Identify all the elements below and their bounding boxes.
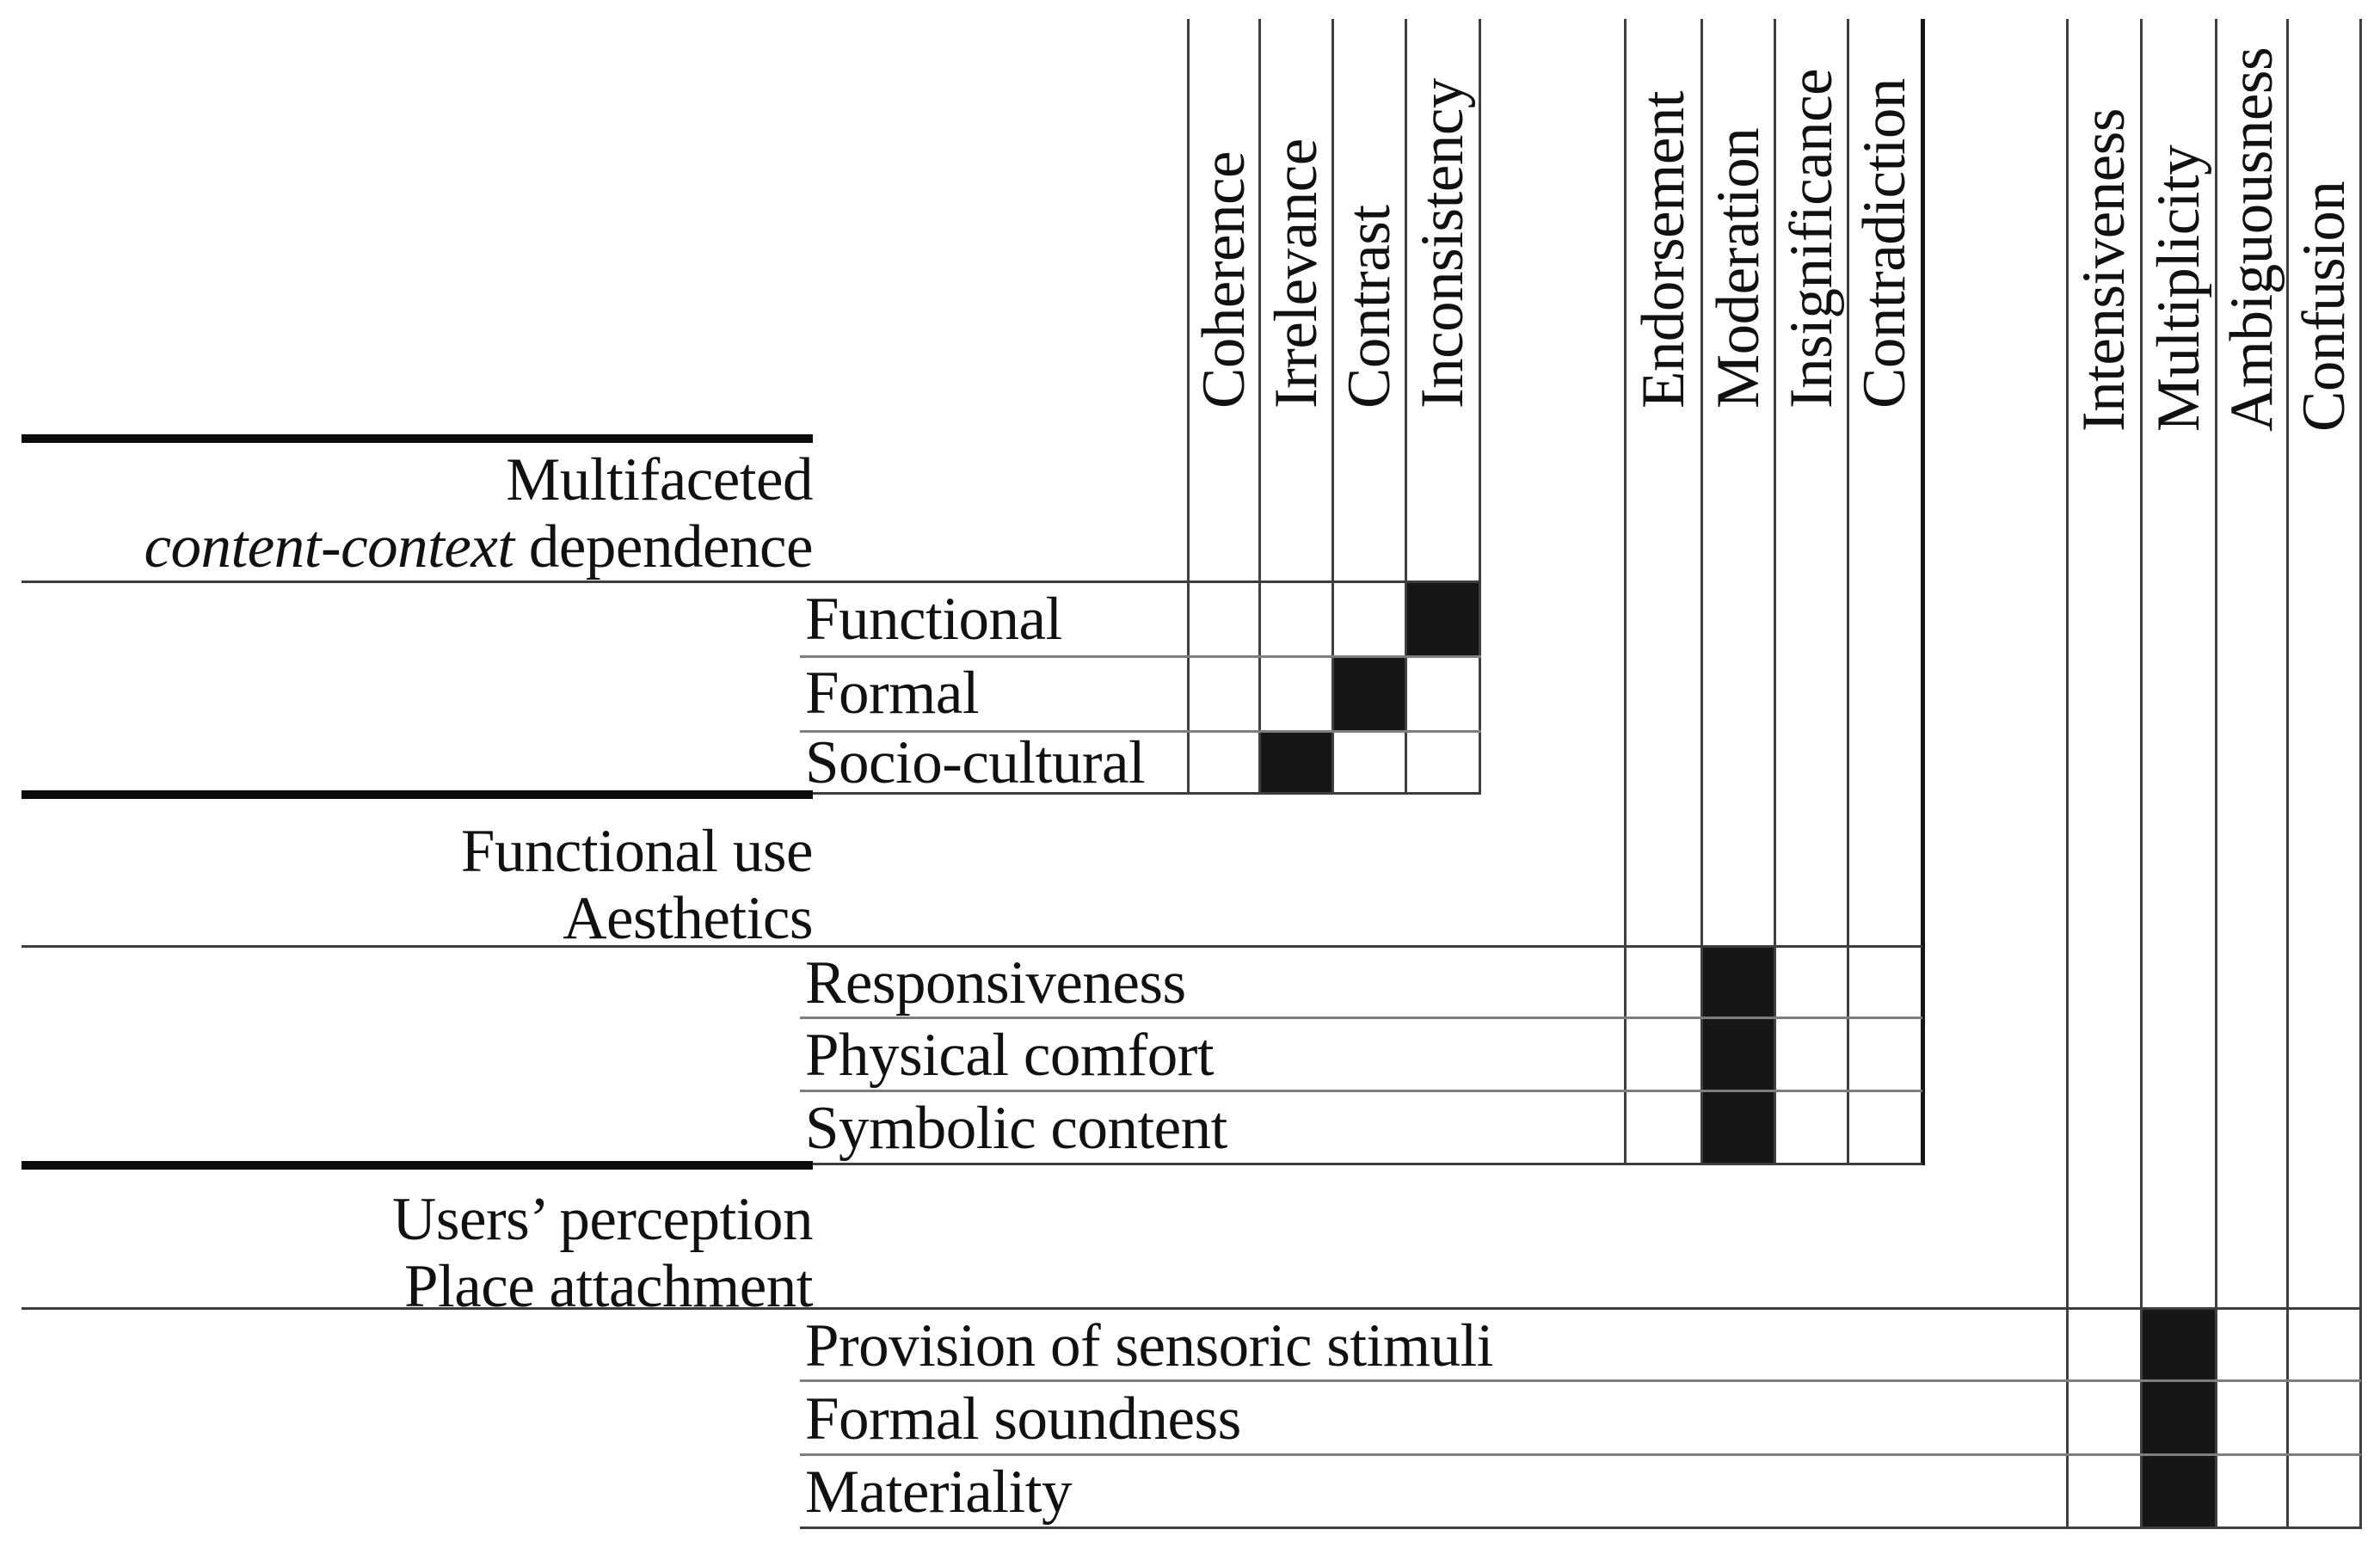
group-label-italic-segment: content-context: [144, 513, 515, 580]
column-line-users-perception-place-attachment-attributes-0: [2066, 19, 2069, 1529]
row-label-text: Physical comfort: [805, 1022, 1215, 1089]
group-label-segment: dependence: [514, 513, 814, 580]
column-header-inconsistency: Inconsistency: [1409, 78, 1476, 408]
mark-materiality-multiplicity: [2140, 1456, 2217, 1529]
column-header-contrast: Contrast: [1336, 205, 1403, 408]
column-line-functional-use-aesthetics-attributes-1: [1700, 19, 1703, 1165]
column-header-insignificance: Insignificance: [1778, 68, 1845, 408]
row-label-text: Provision of sensoric stimuli: [805, 1312, 1494, 1379]
mark-formal-soundness-multiplicity: [2140, 1382, 2217, 1456]
column-line-users-perception-place-attachment-attributes-2: [2215, 19, 2217, 1529]
group-bottom-line-0: [800, 792, 1481, 795]
mark-responsiveness-moderation: [1700, 948, 1776, 1019]
column-line-content-context-dependence-attributes-2: [1331, 19, 1334, 795]
group-label-segment: Multifaceted: [506, 446, 813, 513]
row-label-symbolic-content: Symbolic content: [805, 1092, 1510, 1165]
column-header-confusion: Confusion: [2291, 181, 2358, 432]
row-label-text: Socio-cultural: [805, 728, 1146, 796]
group-bottom-line-2: [800, 1526, 2361, 1529]
thick-rule-0: [22, 434, 813, 443]
row-label-text: Formal soundness: [805, 1385, 1241, 1453]
group-top-line-1: [22, 945, 1922, 948]
column-line-functional-use-aesthetics-attributes-4: [1921, 19, 1925, 1165]
column-line-users-perception-place-attachment-attributes-1: [2140, 19, 2143, 1529]
group-label-segment: Functional use: [460, 818, 814, 885]
row-label-formal-soundness: Formal soundness: [805, 1382, 1510, 1456]
group-label-line: Functional use: [0, 818, 814, 885]
mark-symbolic-content-moderation: [1700, 1092, 1776, 1165]
column-line-content-context-dependence-attributes-0: [1187, 19, 1190, 795]
group-label-line: content-context dependence: [0, 513, 814, 580]
group-label-line: Aesthetics: [0, 885, 813, 952]
column-line-functional-use-aesthetics-attributes-2: [1774, 19, 1776, 1165]
column-line-functional-use-aesthetics-attributes-0: [1624, 19, 1627, 1165]
column-line-users-perception-place-attachment-attributes-4: [2359, 19, 2362, 1529]
mark-physical-comfort-moderation: [1700, 1019, 1776, 1092]
group-label-segment: Place attachment: [404, 1253, 813, 1320]
row-label-text: Responsiveness: [805, 949, 1186, 1017]
column-header-contradiction: Contradiction: [1851, 78, 1918, 408]
group-label-line: Place attachment: [0, 1253, 813, 1320]
mark-functional-inconsistency: [1405, 583, 1481, 656]
row-separator-1-0: [800, 1017, 1922, 1019]
row-separator-0-1: [800, 730, 1481, 733]
row-label-text: Materiality: [805, 1459, 1072, 1526]
row-label-text: Functional: [805, 586, 1062, 653]
column-header-intensiveness: Intensiveness: [2070, 108, 2137, 432]
row-label-text: Formal: [805, 660, 980, 727]
group-top-line-2: [22, 1307, 2361, 1310]
row-label-functional: Functional: [805, 583, 1510, 656]
thick-rule-1: [22, 790, 813, 799]
column-header-ambiguousness: Ambiguousness: [2218, 46, 2285, 432]
group-label-segment: Users’ perception: [392, 1186, 813, 1253]
row-label-text: Symbolic content: [805, 1095, 1227, 1162]
column-header-irrelevance: Irrelevance: [1263, 138, 1330, 408]
column-header-moderation: Moderation: [1705, 127, 1772, 408]
row-separator-0-0: [800, 655, 1481, 658]
group-label-line: Multifaceted: [0, 446, 813, 513]
column-header-coherence: Coherence: [1190, 150, 1258, 408]
thick-rule-2: [22, 1161, 813, 1170]
column-line-content-context-dependence-attributes-3: [1405, 19, 1407, 795]
column-line-users-perception-place-attachment-attributes-3: [2286, 19, 2289, 1529]
row-label-formal: Formal: [805, 656, 1510, 731]
row-separator-1-1: [800, 1090, 1922, 1092]
row-label-provision-of-sensoric-stimuli: Provision of sensoric stimuli: [805, 1310, 1510, 1382]
mark-formal-contrast: [1331, 656, 1407, 731]
row-label-socio-cultural: Socio-cultural: [805, 728, 1510, 796]
group-label-segment: Aesthetics: [563, 885, 813, 952]
column-line-content-context-dependence-attributes-1: [1258, 19, 1261, 795]
column-line-functional-use-aesthetics-attributes-3: [1847, 19, 1849, 1165]
mark-socio-cultural-irrelevance: [1258, 731, 1334, 795]
row-label-physical-comfort: Physical comfort: [805, 1019, 1510, 1092]
column-line-content-context-dependence-attributes-4: [1479, 19, 1481, 795]
row-separator-2-1: [800, 1453, 2361, 1456]
mark-provision-of-sensoric-stimuli-multiplicity: [2140, 1310, 2217, 1382]
row-separator-2-0: [800, 1379, 2361, 1382]
group-label-line: Users’ perception: [0, 1186, 813, 1253]
row-label-materiality: Materiality: [805, 1456, 1510, 1529]
row-label-responsiveness: Responsiveness: [805, 948, 1510, 1019]
column-header-multiplicity: Multiplicity: [2145, 144, 2212, 432]
group-bottom-line-1: [800, 1163, 1922, 1165]
group-top-line-0: [22, 580, 1481, 583]
column-header-endorsement: Endorsement: [1630, 90, 1697, 408]
